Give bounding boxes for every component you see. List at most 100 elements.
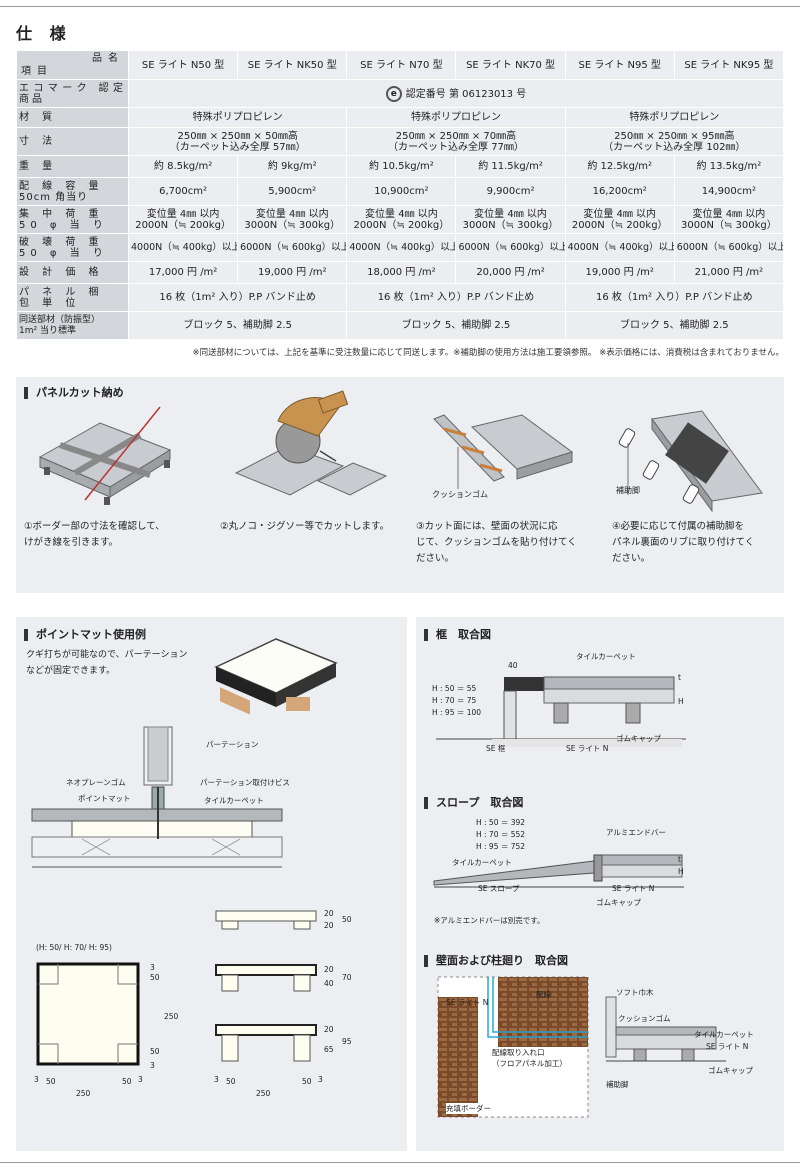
section-heading: ポイントマット使用例 xyxy=(24,629,146,641)
eco-value: 認定番号 第 06123013 号 xyxy=(405,88,527,100)
cell: 特殊ポリプロピレン xyxy=(564,107,785,128)
row-label: 寸 法 xyxy=(16,127,129,156)
elev2-mid: 40 xyxy=(324,979,334,988)
cell: 250㎜ × 250㎜ × 95㎜高（カーペット込み全厚 102㎜） xyxy=(564,127,785,156)
cell: 4000N（≒ 400kg）以上 xyxy=(346,233,457,262)
cushion-label: クッションゴム xyxy=(618,1014,671,1023)
label-line: 50cm 角当り xyxy=(19,191,89,203)
cell: 特殊ポリプロピレン xyxy=(127,107,348,128)
label-line: （フロアパネル加工） xyxy=(492,1059,567,1068)
label-line: 配 線 容 量 xyxy=(19,180,104,192)
elev-bottom-d: 3 xyxy=(318,1075,323,1084)
cell: 19,000 円 /m² xyxy=(564,261,675,284)
screw-label: パーテーション取付けビス xyxy=(200,778,290,787)
cell: 4000N（≒ 400kg）以上 xyxy=(127,233,239,262)
cell-line: 変位量 4㎜ 以内 xyxy=(255,208,329,220)
product-header: SE ライト N50 型 xyxy=(127,50,239,80)
t-label: t xyxy=(678,673,681,682)
cell: 16 枚（1m² 入り）P.P バンド止め xyxy=(127,283,348,312)
plan-dim-b2: 50 xyxy=(46,1077,56,1086)
spec-row-size: 寸 法 250㎜ × 250㎜ × 50㎜高（カーペット込み全厚 57㎜） 25… xyxy=(16,127,785,156)
step2-illustration xyxy=(234,390,388,496)
cell: 約 11.5kg/m² xyxy=(455,155,566,178)
plan-dim-width: 250 xyxy=(76,1089,91,1098)
product-header: SE ライト NK50 型 xyxy=(237,50,348,80)
section-heading: 壁面および柱廻り 取合図 xyxy=(424,955,568,967)
frame-drawing xyxy=(436,676,686,747)
cell: 特殊ポリプロピレン xyxy=(346,107,566,128)
H-label: H xyxy=(678,697,684,706)
slope-rubber-label: ゴムキャップ xyxy=(596,898,641,907)
h-value: H : 70 ＝ 75 xyxy=(432,696,477,705)
cell: 6000N（≒ 600kg）以上 xyxy=(673,233,785,262)
spec-row-price: 設 計 価 格 17,000 円 /m² 19,000 円 /m² 18,000… xyxy=(16,261,785,284)
slope-drawing xyxy=(433,854,684,888)
cell: 250㎜ × 250㎜ × 50㎜高（カーペット込み全厚 57㎜） xyxy=(127,127,348,156)
cell: 約 8.5kg/m² xyxy=(127,155,239,178)
partition-section-drawing xyxy=(31,726,283,868)
cell-line: 250㎜ × 250㎜ × 95㎜高 xyxy=(614,130,735,142)
slope-tile-label: タイルカーペット xyxy=(452,858,512,867)
cell-line: 3000N（≒ 300kg） xyxy=(681,219,777,231)
plan-dim-left-bottom2: 3 xyxy=(150,1061,155,1070)
cell: 16 枚（1m² 入り）P.P バンド止め xyxy=(346,283,566,312)
slope-H-label: H xyxy=(678,867,684,876)
plan-dim-b3: 50 xyxy=(122,1077,132,1086)
spec-corner-cell: 品名 項目 xyxy=(16,50,129,80)
plan-dim-b1: 3 xyxy=(34,1075,39,1084)
label-line: 1m² 当り標準 xyxy=(19,325,76,336)
step-caption-2: ②丸ノコ・ジグソー等でカットします。 xyxy=(220,519,389,535)
plan-dim-left-top2: 3 xyxy=(150,963,155,972)
table-note: ※同送部材については、上記を基準に受注数量に応じて同送します。※補助脚の使用方法… xyxy=(192,348,784,358)
cell-line: 変位量 4㎜ 以内 xyxy=(583,208,657,220)
label-line: 包 単 位 xyxy=(19,297,81,309)
se-light-label: SE ライト N xyxy=(566,744,609,753)
caption-line: ださい。 xyxy=(612,553,651,564)
label-line: 50 φ 当 り xyxy=(19,247,108,259)
product-header: SE ライト N95 型 xyxy=(564,50,675,80)
cell: 10,900cm² xyxy=(346,177,457,206)
elev-bottom-b: 50 xyxy=(226,1077,236,1086)
cell: ブロック 5、補助脚 2.5 xyxy=(346,311,566,340)
panel-cut-section: パネルカット納め クッションゴム 補助脚 ①ボーダー部の寸法を確認して xyxy=(16,377,784,593)
elev1-top: 20 xyxy=(324,909,334,918)
cell: 16,200cm² xyxy=(564,177,675,206)
step3-illustration xyxy=(433,414,574,489)
desc-line: などが固定できます。 xyxy=(26,666,116,676)
spec-row-material: 材 質 特殊ポリプロピレン 特殊ポリプロピレン 特殊ポリプロピレン xyxy=(16,107,785,128)
elev1-total: 50 xyxy=(342,915,352,924)
cell: 4000N（≒ 400kg）以上 xyxy=(564,233,675,262)
page-title: 仕 様 xyxy=(16,24,72,43)
cell: 約 9kg/m² xyxy=(237,155,348,178)
cell: ブロック 5、補助脚 2.5 xyxy=(127,311,348,340)
section-heading: 框 取合図 xyxy=(424,629,491,641)
partition-label: パーテーション xyxy=(206,740,259,749)
step4-illustration xyxy=(618,410,763,513)
cell-line: 変位量 4㎜ 以内 xyxy=(146,208,220,220)
filler-label: 充填ボーダー xyxy=(446,1103,491,1114)
row-label: 設 計 価 格 xyxy=(16,261,129,284)
spec-row-weight: 重 量 約 8.5kg/m² 約 9kg/m² 約 10.5kg/m² 約 11… xyxy=(16,155,785,178)
product-header: SE ライト N70 型 xyxy=(346,50,457,80)
cell-line: 3000N（≒ 300kg） xyxy=(462,219,559,231)
cell: 250㎜ × 250㎜ × 70㎜高（カーペット込み全厚 77㎜） xyxy=(346,127,566,156)
slope-note: ※アルミエンドバーは別売です。 xyxy=(434,916,545,925)
caption-line: ださい。 xyxy=(416,553,455,564)
wall-se-light-label: SE ライト N xyxy=(446,998,489,1007)
caption-line: ③カット面には、壁面の状況に応 xyxy=(416,521,558,532)
corner-item: 項目 xyxy=(21,66,53,77)
cell-line: 変位量 4㎜ 以内 xyxy=(365,208,438,220)
slope-h-value: H : 50 ＝ 392 xyxy=(476,818,526,827)
h-caption: (H: 50/ H: 70/ H: 95) xyxy=(36,943,112,952)
cell: 6000N（≒ 600kg）以上 xyxy=(455,233,566,262)
